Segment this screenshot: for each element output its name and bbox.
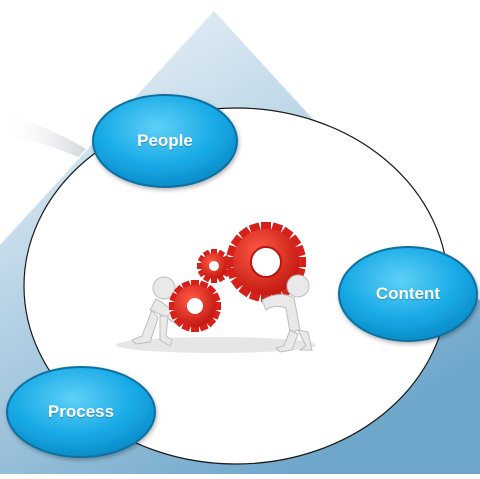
process-node[interactable] [6,366,156,458]
large-gear [226,222,306,302]
medium-gear [169,280,221,332]
right-figure [261,274,313,353]
left-figure [131,276,181,347]
background-swoosh [0,112,100,168]
content-node[interactable] [338,246,478,342]
small-gear [197,249,231,283]
people-node[interactable] [92,94,238,188]
gears-illustration [116,222,316,353]
